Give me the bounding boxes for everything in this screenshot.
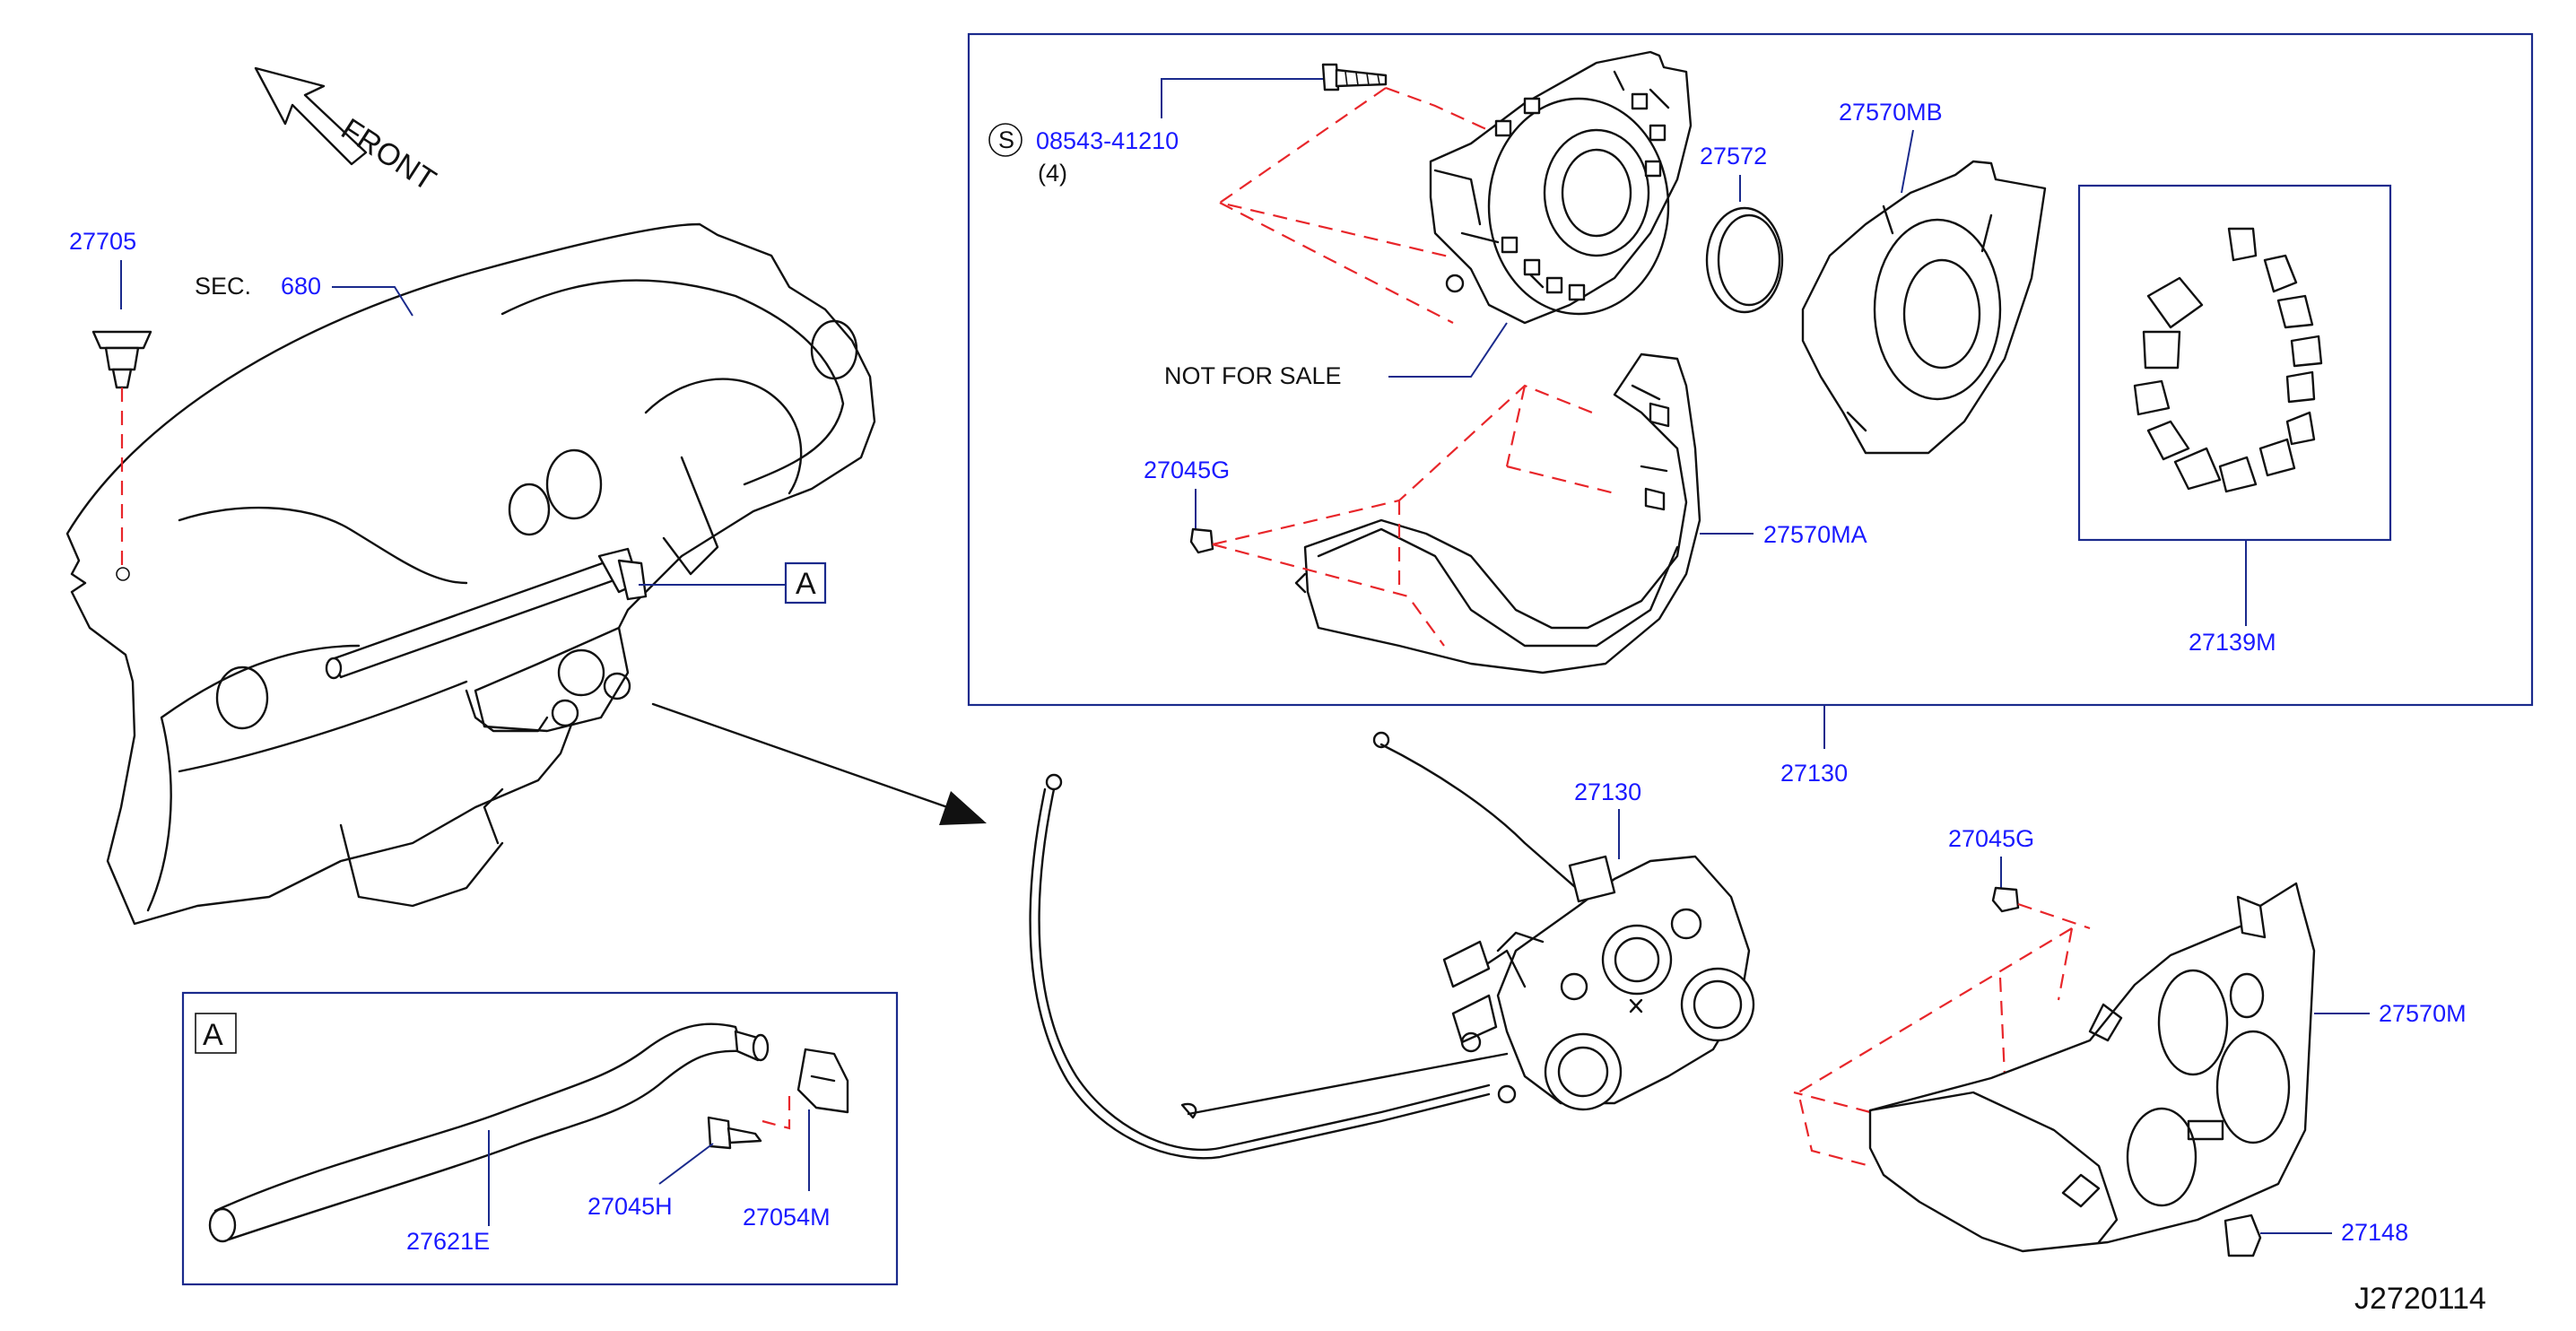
sec-number: 680 (281, 273, 321, 300)
part-27570MB-label: 27570MB (1839, 99, 1943, 126)
part-27570M-finisher (1868, 882, 2316, 1253)
part-27045G-top-label: 27045G (1144, 457, 1230, 483)
part-27130-unit-label: 27130 (1574, 779, 1641, 805)
part-27570MB-cover (1801, 160, 2047, 455)
part-27139M-knob-pieces (2133, 227, 2323, 493)
callout-a-label: A (796, 567, 816, 601)
inset-a-box (181, 991, 899, 1286)
dashboard-instrument-panel (65, 222, 876, 926)
part-27570M-phantom (1793, 902, 2207, 1198)
part-27570MA-frame (1294, 352, 1701, 674)
front-arrow (254, 66, 368, 166)
assembly-box-27130 (967, 32, 2534, 707)
part-27570MA-label: 27570MA (1763, 521, 1867, 548)
part-27045H-leader (658, 1143, 714, 1185)
control-unit-27130 (1029, 731, 1755, 1160)
control-body-exploded (1429, 50, 1693, 325)
part-27045G-bottom-clip (1991, 886, 2020, 913)
part-27148-label: 27148 (2341, 1219, 2408, 1246)
part-27054M-phantom (761, 1096, 791, 1130)
screw-08543-41210 (1321, 63, 1388, 91)
front-label: FRONT (335, 112, 442, 198)
part-27572-ring (1705, 206, 1784, 314)
part-27705-clip (91, 330, 152, 389)
screw-qty-label: (4) (1038, 160, 1067, 187)
callout-a-box (784, 561, 827, 605)
screw-s-symbol: S (998, 126, 1014, 153)
screw-leader (1161, 78, 1323, 118)
part-27130-box-label: 27130 (1780, 760, 1848, 787)
part-27045G-bottom-label: 27045G (1948, 825, 2034, 852)
direction-arrow (651, 702, 987, 825)
not-for-sale-label: NOT FOR SALE (1164, 362, 1342, 389)
sec-680-leader (332, 286, 413, 317)
screw-part-label: 08543-41210 (1036, 127, 1179, 154)
part-27139M-box (2077, 184, 2392, 542)
sec-label: SEC. (195, 273, 251, 300)
dashboard-duct-and-module (325, 547, 648, 733)
part-27045H-pin (707, 1116, 762, 1150)
part-27054M-label: 27054M (743, 1204, 831, 1231)
screw-phantom-lines (1217, 86, 1499, 324)
part-27572-label: 27572 (1700, 143, 1767, 170)
part-27045H-label: 27045H (587, 1193, 673, 1220)
part-27621E-duct (208, 1022, 770, 1243)
screw-s-circle (988, 123, 1023, 157)
part-27570MB-leader (1901, 129, 1914, 194)
part-27054M-clip (796, 1048, 849, 1114)
part-27705-label: 27705 (69, 228, 136, 255)
not-for-sale-leader (1388, 322, 1508, 378)
part-27621E-label: 27621E (406, 1228, 490, 1255)
part-27148-cap (2224, 1214, 2262, 1257)
inset-a-tag: A (203, 1018, 223, 1052)
drawing-id: J2720114 (2354, 1282, 2486, 1316)
part-27570M-label: 27570M (2379, 1000, 2467, 1027)
part-27139M-label: 27139M (2189, 629, 2276, 656)
inset-a-tag-box (195, 1013, 237, 1054)
part-27045G-top-clip (1189, 527, 1214, 554)
